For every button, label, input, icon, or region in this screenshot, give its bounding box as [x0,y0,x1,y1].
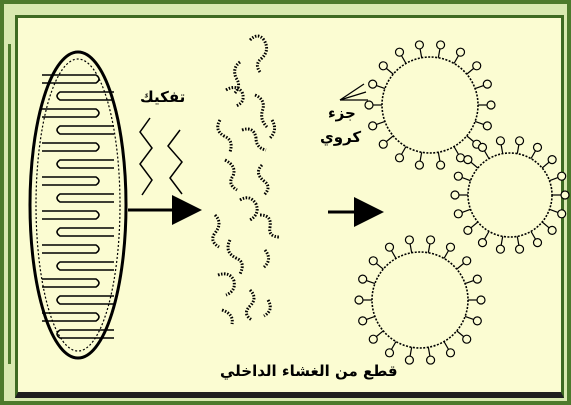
spherical-particle [464,156,472,164]
membrane-fragment [246,290,254,320]
spherical-particle [369,257,377,265]
spherical-particle [534,239,542,247]
spherical-particle [487,101,495,109]
spherical-particle [447,349,455,357]
spherical-particle [415,161,423,169]
spherical-particle [396,154,404,162]
membrane-fragment [213,215,219,247]
spherical-particle [405,236,413,244]
membrane-fragment [240,198,257,220]
spherical-particle [548,226,556,234]
mitochondrion [30,52,126,358]
membrane-fragment [225,160,237,190]
spherical-particle [558,210,566,218]
membrane-fragment [228,240,242,274]
spherical-particle [379,140,387,148]
crista [42,211,99,219]
crista [57,160,114,168]
spherical-particle [457,48,465,56]
spherical-particle [369,335,377,343]
membrane-fragment [222,310,232,324]
crista [42,109,99,117]
label-particle-line2: كروي [320,128,361,146]
crista [42,279,99,287]
spherical-particle [355,296,363,304]
spherical-particle [479,143,487,151]
crista [57,126,114,134]
crista [57,296,114,304]
spherical-particle [454,172,462,180]
spherical-particle [359,317,367,325]
spherical-particle [437,41,445,49]
vesicles [355,41,569,364]
spherical-particle [405,356,413,364]
spherical-particle [473,275,481,283]
membrane-fragment [218,120,231,152]
spherical-particle [463,335,471,343]
spherical-particle [516,137,524,145]
vesicle [451,137,569,253]
spherical-particle [365,101,373,109]
spherical-particle [464,226,472,234]
spherical-particle [457,154,465,162]
spherical-particle [369,80,377,88]
crista [42,177,99,185]
crista [57,262,114,270]
spherical-particle [386,349,394,357]
crista [57,228,114,236]
spherical-particle [548,156,556,164]
spherical-particle [473,317,481,325]
spherical-particle [473,62,481,70]
spherical-particle [496,245,504,253]
spherical-particle [516,245,524,253]
membrane-fragment [258,165,268,195]
spherical-particle [447,243,455,251]
spherical-particle [558,172,566,180]
particle-pointer [340,84,368,100]
crista [57,92,114,100]
spherical-particle [396,48,404,56]
membrane-fragment [263,250,269,268]
membrane-fragment [255,95,267,127]
label-disassembly: تفكيك [140,88,185,106]
spherical-particle [437,161,445,169]
spherical-particle [479,239,487,247]
spherical-particle [386,243,394,251]
spherical-particle [369,122,377,130]
membrane-fragment [242,129,266,150]
spherical-particle [483,122,491,130]
vesicle [355,236,485,364]
disassembly-zigzags [140,118,182,195]
vesicle [365,41,495,169]
cristae [42,75,114,338]
membrane-fragment [250,36,267,72]
spherical-particle [477,296,485,304]
crista [42,143,99,151]
label-membrane-pieces: قطع من الغشاء الداخلي [220,362,398,380]
membrane-fragments [213,36,280,324]
spherical-particle [427,356,435,364]
spherical-particle [359,275,367,283]
spherical-particle [496,137,504,145]
spherical-particle [534,143,542,151]
spherical-particle [415,41,423,49]
spherical-particle [451,191,459,199]
crista [42,245,99,253]
spherical-particle [454,210,462,218]
crista [57,194,114,202]
membrane-fragment [270,120,275,138]
spherical-particle [427,236,435,244]
spherical-particle [379,62,387,70]
label-particle-line1: جزء [328,104,356,122]
spherical-particle [483,80,491,88]
membrane-fragment [260,215,280,237]
spherical-particle [561,191,569,199]
membrane-fragment [264,300,270,316]
spherical-particle [463,257,471,265]
membrane-fragment [226,87,243,106]
membrane-fragment [218,274,234,295]
